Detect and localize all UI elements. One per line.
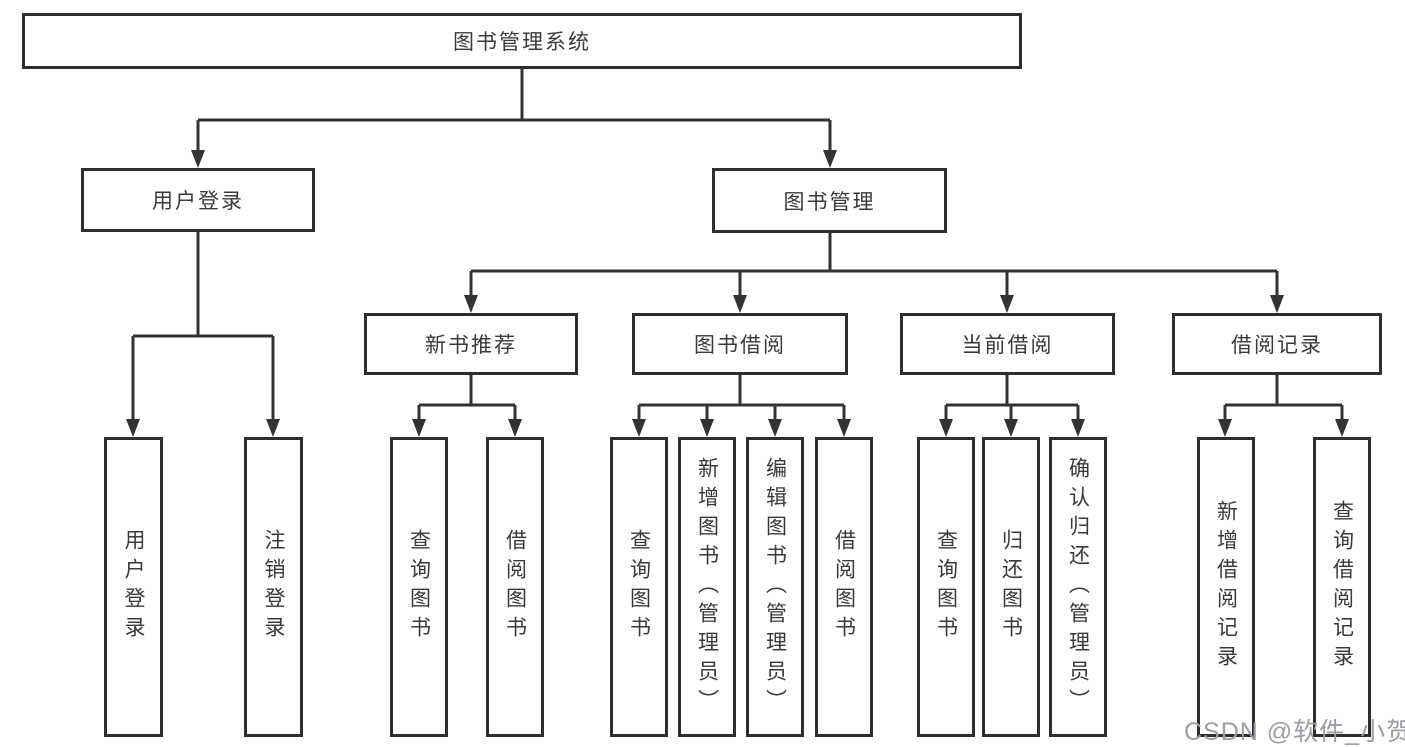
node-new-book-recommendation: 新书推荐 xyxy=(364,313,578,375)
node-label: 图书管理系统 xyxy=(453,31,591,54)
node-label: 新增图书（管理员） xyxy=(695,456,719,718)
node-label: 图书管理 xyxy=(783,190,876,214)
node-label: 查询图书 xyxy=(407,529,431,645)
leaf-return-books: 归还图书 xyxy=(982,437,1040,737)
node-label: 用户登录 xyxy=(122,529,145,645)
node-user-login-branch: 用户登录 xyxy=(81,168,315,232)
node-label: 用户登录 xyxy=(152,190,244,213)
node-label: 编辑图书（管理员） xyxy=(763,456,787,718)
node-label: 新增借阅记录 xyxy=(1214,500,1238,674)
leaf-confirm-return-admin: 确认归还（管理员） xyxy=(1049,437,1107,737)
leaf-borrow-books-recommend: 借阅图书 xyxy=(486,437,544,737)
node-label: 图书借阅 xyxy=(694,334,786,357)
leaf-borrow-books: 借阅图书 xyxy=(815,437,873,737)
node-label: 查询图书 xyxy=(934,529,958,645)
leaf-query-borrow-record: 查询借阅记录 xyxy=(1313,437,1371,737)
leaf-logout: 注销登录 xyxy=(244,437,303,737)
node-label: 查询借阅记录 xyxy=(1330,500,1354,674)
node-label: 借阅记录 xyxy=(1231,334,1323,357)
node-label: 归还图书 xyxy=(999,529,1023,645)
csdn-watermark: CSDN @软件_小贺同学 xyxy=(1184,718,1405,746)
node-book-borrowing: 图书借阅 xyxy=(632,313,848,375)
node-book-management: 图书管理 xyxy=(712,168,947,233)
node-current-borrowing: 当前借阅 xyxy=(900,313,1115,375)
leaf-query-books-borrowing: 查询图书 xyxy=(610,437,668,737)
node-label: 新书推荐 xyxy=(425,334,517,357)
leaf-edit-books-admin: 编辑图书（管理员） xyxy=(746,437,804,737)
node-label: 当前借阅 xyxy=(961,334,1054,357)
leaf-user-login: 用户登录 xyxy=(104,437,163,737)
node-label: 注销登录 xyxy=(262,529,285,645)
node-borrowing-records: 借阅记录 xyxy=(1172,313,1382,375)
leaf-add-borrow-record: 新增借阅记录 xyxy=(1197,437,1255,737)
node-library-management-system: 图书管理系统 xyxy=(22,13,1022,69)
node-label: 确认归还（管理员） xyxy=(1066,456,1090,718)
node-label: 借阅图书 xyxy=(503,529,527,645)
leaf-add-books-admin: 新增图书（管理员） xyxy=(678,437,736,737)
node-label: 借阅图书 xyxy=(832,529,856,645)
leaf-query-books-current: 查询图书 xyxy=(917,437,975,737)
node-label: 查询图书 xyxy=(627,529,651,645)
leaf-query-books-recommend: 查询图书 xyxy=(390,437,448,737)
